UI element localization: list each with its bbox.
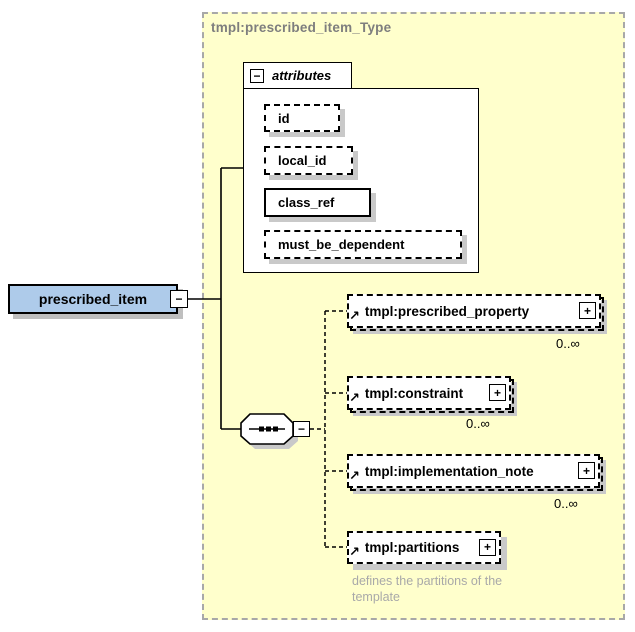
element-prescribed-item[interactable]: prescribed_item − [8, 284, 188, 319]
solid-connector [187, 167, 243, 430]
attribute-must-be-dependent[interactable]: must_be_dependent [264, 230, 467, 264]
element-box[interactable]: ↗ tmpl:constraint + [347, 376, 511, 410]
root-collapse-toggle[interactable]: − [170, 290, 188, 308]
reference-arrow-icon: ↗ [349, 307, 360, 323]
expand-toggle[interactable]: + [579, 302, 596, 319]
attribute-label: local_id [278, 153, 327, 168]
reference-arrow-icon: ↗ [349, 467, 360, 483]
sequence-collapse-toggle[interactable]: − [293, 421, 310, 437]
attribute-box[interactable]: id [264, 104, 340, 132]
attribute-label: id [278, 110, 290, 126]
element-box[interactable]: ↗ tmpl:implementation_note + [347, 454, 600, 488]
expand-toggle[interactable]: + [578, 462, 595, 479]
element-box[interactable]: ↗ tmpl:prescribed_property + [347, 294, 601, 328]
element-box[interactable]: ↗ tmpl:partitions + [347, 531, 501, 564]
element-box[interactable]: prescribed_item [8, 284, 178, 314]
sequence-dot [266, 426, 271, 432]
attributes-group-label: attributes [272, 68, 332, 83]
dashed-connector [310, 310, 347, 548]
cardinality-label: 0..∞ [556, 336, 580, 351]
element-label: prescribed_item [38, 291, 148, 307]
element-annotation: defines the partitions of the template [352, 574, 503, 604]
cardinality-label: 0..∞ [466, 416, 490, 431]
attribute-class-ref[interactable]: class_ref [264, 188, 376, 222]
reference-arrow-icon: ↗ [349, 389, 360, 405]
attribute-box[interactable]: class_ref [264, 188, 371, 217]
element-prescribed-property[interactable]: ↗ tmpl:prescribed_property + [347, 294, 607, 334]
attribute-local-id[interactable]: local_id [264, 146, 358, 180]
element-implementation-note[interactable]: ↗ tmpl:implementation_note + [347, 454, 606, 494]
cardinality-label: 0..∞ [554, 496, 578, 511]
element-label: tmpl:partitions [364, 540, 460, 555]
element-label: tmpl:prescribed_property [364, 303, 530, 319]
sequence-dot [273, 426, 278, 432]
element-label: tmpl:constraint [364, 385, 464, 401]
element-constraint[interactable]: ↗ tmpl:constraint + [347, 376, 517, 416]
attribute-label: class_ref [278, 195, 335, 210]
element-partitions[interactable]: ↗ tmpl:partitions + [347, 531, 507, 570]
expand-toggle[interactable]: + [489, 384, 506, 401]
attribute-id[interactable]: id [264, 104, 345, 137]
complex-type-title: tmpl:prescribed_item_Type [211, 20, 392, 35]
element-label: tmpl:implementation_note [364, 463, 534, 479]
attribute-label: must_be_dependent [278, 237, 405, 252]
reference-arrow-icon: ↗ [349, 544, 360, 559]
attribute-box[interactable]: must_be_dependent [264, 230, 462, 259]
attributes-collapse-toggle[interactable]: − [250, 68, 264, 83]
sequence-dot [259, 426, 264, 432]
attribute-box[interactable]: local_id [264, 146, 353, 175]
expand-toggle[interactable]: + [479, 538, 496, 556]
attributes-group-header[interactable]: − attributes [243, 62, 352, 89]
